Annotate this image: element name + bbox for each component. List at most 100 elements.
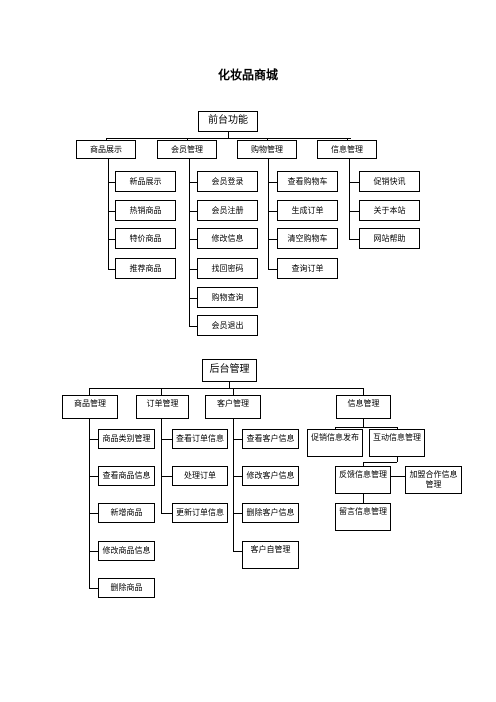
back-item-spine (233, 419, 234, 552)
front-branch-stem (347, 138, 348, 140)
front-branch-stem (106, 138, 107, 140)
front-item-link (349, 238, 359, 240)
back-item-link (233, 551, 242, 552)
front-item-node: 网站帮助 (359, 228, 420, 249)
front-item-link (268, 268, 277, 270)
front-item-spine (189, 159, 190, 327)
front-category-node: 信息管理 (317, 140, 377, 159)
front-category-node: 会员管理 (157, 140, 217, 159)
front-item-node: 清空购物车 (277, 228, 338, 249)
front-root-stem (228, 132, 229, 138)
back-item-node: 新增商品 (98, 503, 155, 523)
back-item-link (233, 513, 242, 514)
front-item-node: 生成订单 (277, 200, 338, 221)
front-item-node: 热销商品 (115, 200, 176, 221)
back-branch-stem (233, 388, 234, 395)
back-item-link (89, 588, 98, 589)
front-item-link (108, 181, 115, 183)
front-item-node: 新品展示 (115, 171, 176, 192)
back-item-node: 查看订单信息 (172, 429, 228, 449)
back-item-node: 商品类别管理 (98, 429, 155, 449)
front-item-node: 特价商品 (115, 228, 176, 249)
front-item-link (268, 238, 277, 240)
back-branch-stem (363, 388, 364, 395)
back-item-link (233, 439, 242, 440)
front-item-node: 购物查询 (197, 287, 258, 308)
front-item-link (108, 268, 115, 270)
front-item-link (349, 181, 359, 183)
back-item-link (89, 439, 98, 440)
back-item-node: 删除客户信息 (242, 503, 299, 523)
back-item-node: 留言信息管理 (335, 503, 391, 531)
front-item-link (189, 325, 197, 327)
back-item-link (233, 476, 242, 477)
front-item-node: 会员退出 (197, 315, 258, 336)
back-item-node: 修改客户信息 (242, 466, 299, 486)
front-item-link (189, 181, 197, 183)
front-item-node: 推荐商品 (115, 258, 176, 279)
info-drop-right (397, 427, 398, 429)
front-item-node: 查看购物车 (277, 171, 338, 192)
front-item-spine (108, 159, 109, 270)
front-bus-line (106, 138, 351, 139)
info-stem (363, 419, 364, 427)
info-item-link (391, 476, 405, 477)
info-bus (335, 427, 397, 428)
back-item-node: 修改商品信息 (98, 541, 155, 561)
back-branch-stem (89, 388, 90, 395)
front-item-link (189, 297, 197, 299)
back-item-link (161, 513, 172, 514)
front-category-node: 商品展示 (76, 140, 136, 159)
front-item-link (268, 181, 277, 183)
front-item-node: 促销快讯 (359, 171, 420, 192)
back-item-node: 删除商品 (98, 578, 155, 598)
front-branch-stem (187, 138, 188, 140)
back-category-node: 客户管理 (205, 395, 261, 419)
back-item-link (89, 476, 98, 477)
front-item-node: 修改信息 (197, 228, 258, 249)
back-branch-stem (161, 388, 162, 395)
front-item-spine (349, 159, 350, 240)
back-item-node: 处理订单 (172, 466, 228, 486)
front-item-link (108, 238, 115, 240)
front-item-node: 会员登录 (197, 171, 258, 192)
back-item-link (89, 551, 98, 552)
info-sub-stem (397, 457, 398, 462)
back-item-spine (89, 419, 90, 589)
back-item-node: 查看客户信息 (242, 429, 299, 449)
chart-title: 化妆品商城 (217, 68, 278, 82)
back-item-link (89, 513, 98, 514)
back-item-node: 促销信息发布 (307, 429, 363, 457)
back-category-node: 订单管理 (136, 395, 189, 419)
front-item-link (268, 210, 277, 212)
front-item-link (189, 238, 197, 240)
front-item-node: 找回密码 (197, 258, 258, 279)
back-category-node: 商品管理 (62, 395, 118, 419)
front-item-link (189, 268, 197, 270)
front-item-node: 会员注册 (197, 200, 258, 221)
back-item-node: 反馈信息管理 (335, 466, 391, 494)
front-item-link (189, 210, 197, 212)
front-item-spine (268, 159, 269, 270)
back-item-node: 更新订单信息 (172, 503, 228, 523)
back-item-link (161, 476, 172, 477)
back-bus-line (89, 388, 363, 389)
front-item-node: 关于本站 (359, 200, 420, 221)
front-branch-stem (267, 138, 268, 140)
front-item-link (108, 210, 115, 212)
info-sub-bar (363, 462, 397, 463)
front-category-node: 购物管理 (237, 140, 297, 159)
back-item-node: 查看商品信息 (98, 466, 155, 486)
front-item-link (349, 210, 359, 212)
front-root-node: 前台功能 (198, 111, 258, 132)
front-item-node: 查询订单 (277, 258, 338, 279)
back-category-node: 信息管理 (336, 395, 391, 419)
info-drop-left (335, 427, 336, 429)
back-item-link (161, 439, 172, 440)
back-item-node: 加盟合作信息管理 (405, 466, 462, 494)
back-item-node: 客户自管理 (242, 541, 299, 569)
back-item-spine (161, 419, 162, 514)
back-item-node: 互动信息管理 (369, 429, 425, 457)
back-root-stem (229, 382, 230, 388)
